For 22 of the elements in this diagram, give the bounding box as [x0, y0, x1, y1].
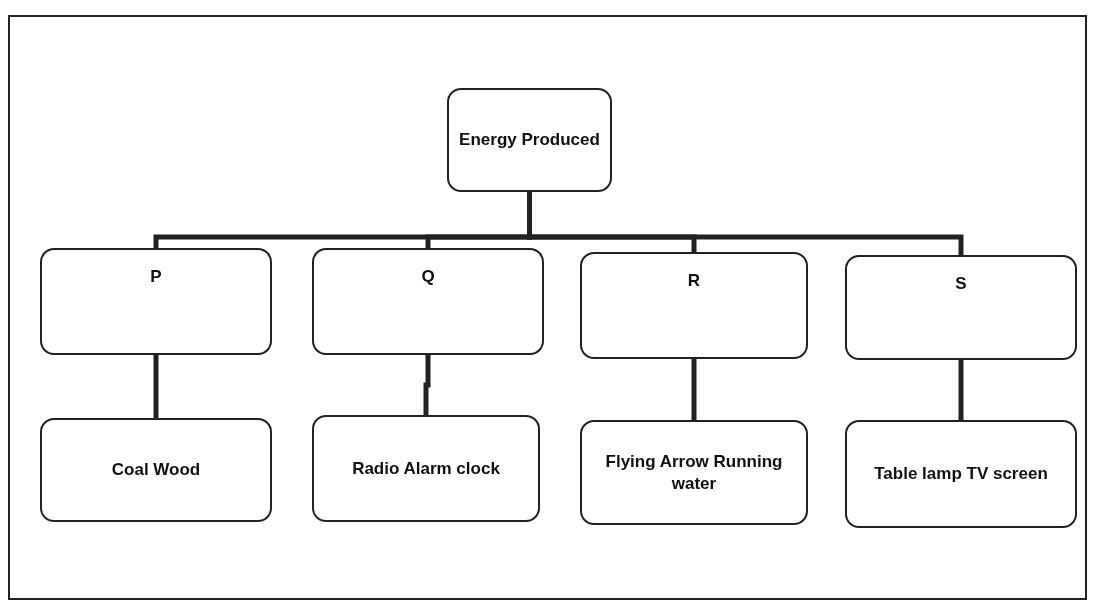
box-text: Q — [421, 266, 435, 288]
rounded-box — [312, 415, 540, 522]
rounded-box — [845, 420, 1077, 528]
connector-line — [153, 355, 159, 418]
rounded-box — [447, 88, 612, 192]
box-text: R — [687, 270, 701, 292]
rounded-box — [40, 248, 272, 355]
rounded-box — [845, 255, 1077, 360]
rounded-box — [580, 420, 808, 525]
rounded-box — [580, 252, 808, 359]
box-text: P — [150, 266, 162, 288]
rounded-box — [312, 248, 544, 355]
box-text: Flying Arrow Running water — [604, 450, 784, 495]
connector-line — [958, 360, 964, 420]
rounded-box — [40, 418, 272, 522]
box-text: S — [955, 273, 967, 295]
box-text: Coal Wood — [111, 459, 201, 481]
box-text: Table lamp TV screen — [874, 463, 1048, 485]
connector-line — [691, 359, 697, 420]
connector-line — [423, 355, 431, 415]
box-text: Radio Alarm clock — [352, 457, 500, 480]
box-text: Energy Produced — [459, 129, 600, 151]
